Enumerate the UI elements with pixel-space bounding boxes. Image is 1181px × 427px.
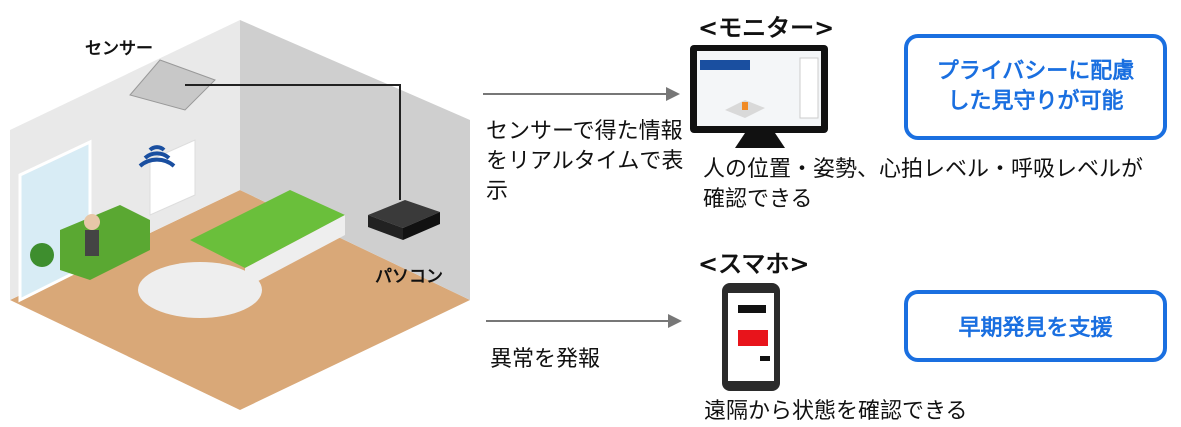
bed-frame bbox=[245, 215, 345, 288]
arrow-to-monitor bbox=[483, 93, 669, 95]
screen-panel bbox=[700, 60, 750, 70]
phone-description: 遠隔から状態を確認できる bbox=[704, 399, 968, 424]
bed bbox=[190, 190, 345, 268]
early-detection-callout: 早期発見を支援 bbox=[904, 290, 1167, 362]
monitor-arrow-caption: センサーで得た情報をリアルタイムで表示 bbox=[486, 119, 684, 204]
phone-text-bar-small bbox=[760, 356, 770, 361]
signal-icon bbox=[148, 145, 166, 152]
pc-device bbox=[368, 200, 440, 228]
sensor-device bbox=[129, 59, 216, 111]
monitor-title: <モニター> bbox=[698, 14, 835, 42]
arrow-head-phone bbox=[668, 314, 682, 328]
person-head bbox=[84, 214, 100, 230]
pc-front bbox=[403, 212, 440, 240]
arrow-to-phone bbox=[486, 320, 671, 322]
person-body bbox=[85, 230, 99, 256]
phone-title: <スマホ> bbox=[698, 250, 810, 278]
rug bbox=[138, 262, 262, 318]
screen-sidebar bbox=[799, 57, 819, 119]
pc-label: パソコン bbox=[375, 267, 443, 287]
cable bbox=[185, 84, 401, 200]
alert-icon bbox=[738, 330, 768, 346]
phone-text-bar bbox=[738, 305, 766, 313]
monitor-description: 人の位置・姿勢、心拍レベル・呼吸レベルが確認できる bbox=[703, 157, 1144, 212]
phone-arrow-caption: 異常を発報 bbox=[490, 347, 601, 372]
screen-person-marker bbox=[742, 102, 748, 110]
sensor-label: センサー bbox=[85, 39, 153, 59]
sofa bbox=[60, 205, 150, 280]
signal-wave bbox=[138, 157, 176, 168]
plant bbox=[30, 243, 54, 267]
arrow-head-monitor bbox=[666, 87, 680, 101]
pc-side bbox=[368, 215, 403, 240]
monitor-stand bbox=[735, 133, 785, 148]
signal-wave bbox=[143, 151, 171, 160]
privacy-callout: プライバシーに配慮した見守りが可能 bbox=[904, 34, 1167, 140]
